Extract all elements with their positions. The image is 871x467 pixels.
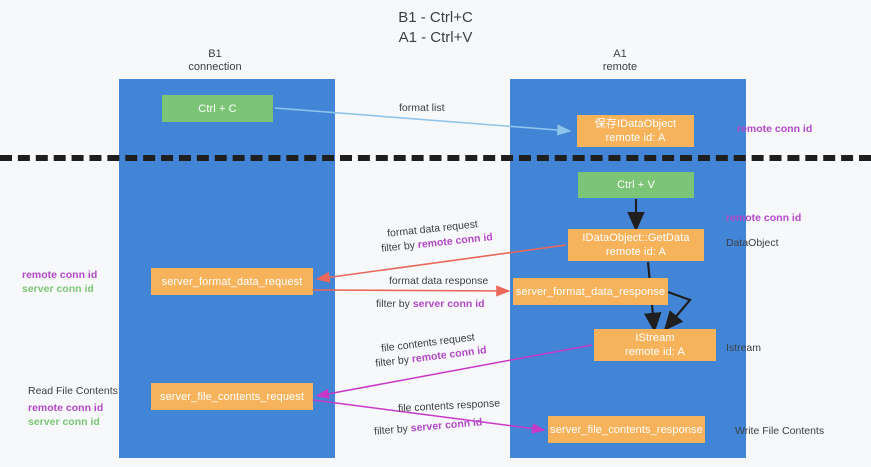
dashed-divider — [0, 155, 871, 161]
annotation-write-file-contents: Write File Contents — [735, 425, 825, 437]
node-istream[interactable]: IStream remote id: A — [594, 329, 716, 361]
node-server-file-contents-request[interactable]: server_file_contents_request — [151, 383, 313, 410]
annotation-dataobject: DataObject — [726, 237, 779, 249]
column-header-b1: B1 connection — [188, 48, 242, 73]
node-server-format-data-response[interactable]: server_format_data_response — [513, 278, 668, 305]
edge-label-format-data-response-filter: filter by server conn id — [376, 297, 485, 312]
filter-prefix: filter by — [374, 353, 413, 370]
edge-label-file-contents-response: file contents response — [397, 397, 501, 415]
annotation-left-remote-conn-id: remote conn id — [22, 269, 98, 281]
filter-prefix: filter by — [373, 422, 412, 438]
node-server-format-data-request[interactable]: server_format_data_request — [151, 268, 313, 295]
node-server-file-contents-response[interactable]: server_file_contents_response — [548, 416, 705, 443]
annotation-istream: Istream — [726, 342, 762, 354]
node-ctrl-v[interactable]: Ctrl + V — [578, 172, 694, 198]
column-header-a1: A1 remote — [602, 48, 638, 73]
annotation-left-conn-ids-2: remote conn id server conn id — [28, 401, 103, 429]
node-idataobject-getdata[interactable]: IDataObject::GetData remote id: A — [568, 229, 704, 261]
edge-label-format-list: format list — [399, 102, 445, 114]
annotation-left-remote-conn-id-2: remote conn id — [28, 402, 104, 414]
arrow-format-data-response — [312, 285, 511, 297]
filter-prefix: filter by — [376, 298, 413, 310]
page-title: B1 - Ctrl+C A1 - Ctrl+V — [398, 9, 473, 46]
filter-prefix: filter by — [380, 239, 419, 255]
annotation-left-conn-ids: remote conn id server conn id — [22, 268, 97, 296]
edge-label-format-data-response: format data response — [389, 275, 489, 287]
node-ctrl-c[interactable]: Ctrl + C — [162, 95, 273, 122]
filter-key-server-conn-id: server conn id — [410, 416, 483, 435]
annotation-left-server-conn-id: server conn id — [22, 283, 94, 295]
edge-label-file-contents-response-filter: filter by server conn id — [374, 415, 483, 439]
filter-key-server-conn-id: server conn id — [412, 298, 485, 310]
annotation-read-file-contents: Read File Contents — [28, 385, 118, 397]
annotation-left-server-conn-id-2: server conn id — [28, 416, 100, 428]
annotation-remote-conn-id-mid: remote conn id — [726, 212, 802, 224]
node-idataobject[interactable]: 保存IDataObject remote id: A — [577, 115, 694, 147]
annotation-remote-conn-id-top: remote conn id — [737, 123, 813, 135]
